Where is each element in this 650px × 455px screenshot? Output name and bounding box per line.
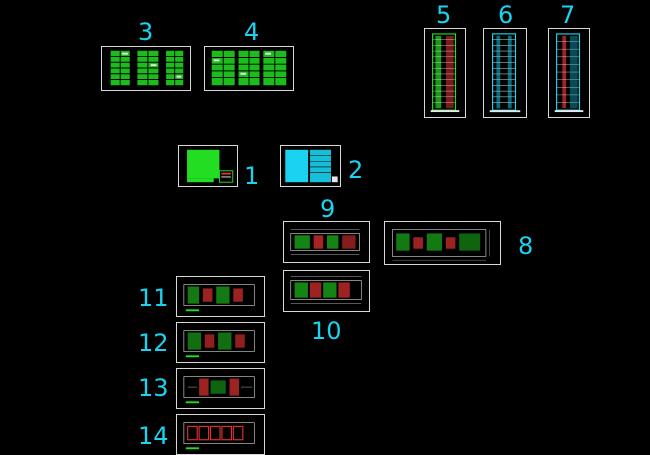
drawing-sheet-2[interactable] xyxy=(280,145,341,187)
sheet-8-content xyxy=(392,229,490,261)
drawing-sheet-13[interactable] xyxy=(176,368,265,409)
sheet-6-content xyxy=(489,33,521,113)
sheet-11-content xyxy=(183,284,255,312)
sheet-14-content xyxy=(183,422,255,450)
sheet-label-3: 3 xyxy=(138,18,154,46)
sheet-label-14: 14 xyxy=(138,422,169,450)
sheet-label-9: 9 xyxy=(320,195,336,223)
sheet-5-content xyxy=(430,33,460,113)
sheet-12-content xyxy=(183,330,255,358)
sheet-label-4: 4 xyxy=(244,18,260,46)
drawing-sheet-14[interactable] xyxy=(176,414,265,455)
sheet-7-content xyxy=(554,33,584,113)
sheet-4-content xyxy=(211,50,287,86)
drawing-sheet-9[interactable] xyxy=(283,221,370,263)
sheet-10-content xyxy=(290,276,362,304)
drawing-sheet-11[interactable] xyxy=(176,276,265,317)
drawing-sheet-5[interactable] xyxy=(424,28,466,118)
sheet-label-11: 11 xyxy=(138,284,169,312)
drawing-sheet-10[interactable] xyxy=(283,270,370,312)
sheet-1-content xyxy=(187,149,234,183)
sheet-label-7: 7 xyxy=(560,1,576,29)
drawing-sheet-1[interactable] xyxy=(178,145,238,187)
sheet-label-1: 1 xyxy=(244,162,260,190)
drawing-sheet-3[interactable] xyxy=(101,46,191,91)
sheet-label-5: 5 xyxy=(436,1,452,29)
sheet-label-2: 2 xyxy=(348,156,364,184)
sheet-label-10: 10 xyxy=(311,317,342,345)
drawing-sheet-6[interactable] xyxy=(483,28,527,118)
drawing-sheet-4[interactable] xyxy=(204,46,294,91)
sheet-label-13: 13 xyxy=(138,374,169,402)
sheet-13-content xyxy=(183,376,255,404)
sheet-label-6: 6 xyxy=(498,1,514,29)
drawing-sheet-12[interactable] xyxy=(176,322,265,363)
sheet-label-12: 12 xyxy=(138,329,169,357)
sheet-9-content xyxy=(290,229,360,255)
drawing-sheet-8[interactable] xyxy=(384,221,501,265)
sheet-2-content xyxy=(285,149,338,183)
drawing-sheet-7[interactable] xyxy=(548,28,590,118)
sheet-3-content xyxy=(110,50,184,86)
sheet-label-8: 8 xyxy=(518,232,534,260)
